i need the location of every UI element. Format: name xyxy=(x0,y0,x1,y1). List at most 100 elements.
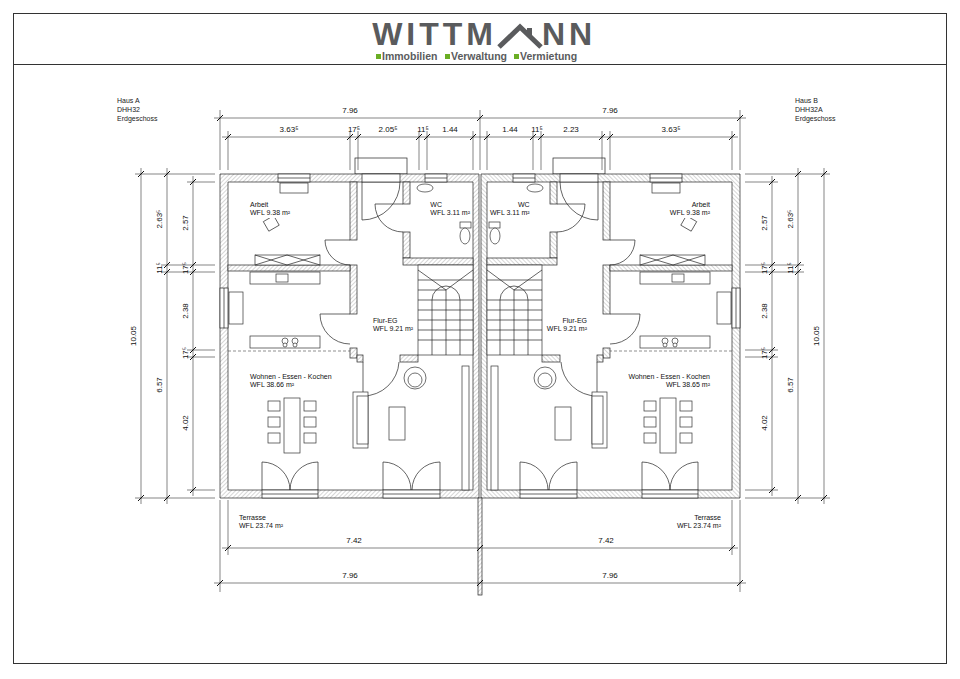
room-name: WC xyxy=(429,201,471,209)
house-plan xyxy=(383,462,411,490)
house-plan xyxy=(418,270,473,340)
dimension-label: 7.42 xyxy=(346,537,362,546)
house-plan xyxy=(262,462,290,490)
logo-mark xyxy=(514,54,519,59)
dimension-label: 2.57 xyxy=(182,215,191,231)
room-area: WFL 9.38 m² xyxy=(669,209,711,217)
house-plan xyxy=(276,274,288,282)
sheet-frame xyxy=(13,64,947,65)
room-name: Arbeit xyxy=(249,201,291,209)
logo-text: NN xyxy=(542,17,596,52)
dimension-label: 7.96 xyxy=(602,572,618,581)
room-label: WCWFL 3.11 m² xyxy=(489,201,531,218)
sheet-label: DHH32A xyxy=(795,106,823,114)
dimension-label: 6.57 xyxy=(787,377,796,393)
dimension-line xyxy=(167,168,168,504)
logo-text: WITTM xyxy=(372,17,497,52)
room-name: Wohnen - Essen - Kochen xyxy=(627,373,711,381)
house-plan xyxy=(262,494,318,495)
house-plan xyxy=(268,433,280,443)
room-label: Wohnen - Essen - KochenWFL 38.66 m² xyxy=(249,373,333,390)
house-plan xyxy=(280,183,308,193)
dimension-label: 2.05⁵ xyxy=(379,126,398,135)
dimension-line xyxy=(220,110,740,170)
dimension-label: 2.63⁵ xyxy=(787,210,796,229)
dimension-label: 17⁵ xyxy=(761,262,770,274)
house-plan xyxy=(418,265,473,355)
dimension-line xyxy=(798,168,799,504)
room-name: Terrasse xyxy=(676,514,722,522)
house-plan xyxy=(357,396,368,444)
house-plan xyxy=(262,490,318,498)
room-label: Wohnen - Essen - KochenWFL 38.65 m² xyxy=(627,373,711,390)
dimension-line xyxy=(745,174,830,498)
dimension-label: 4.02 xyxy=(182,415,191,431)
dimension-line xyxy=(222,137,738,138)
house-plan xyxy=(408,373,422,387)
house-plan xyxy=(363,362,399,396)
dimension-label: 10.05 xyxy=(813,326,822,346)
house-plan xyxy=(304,433,316,443)
house-plan xyxy=(425,178,447,179)
house-plan xyxy=(268,417,280,427)
room-name: Flur-EG xyxy=(372,317,414,325)
house-plan xyxy=(357,355,363,362)
logo-mark xyxy=(376,54,381,59)
house-plan xyxy=(350,182,357,240)
house-plan xyxy=(268,401,280,411)
room-label: TerrasseWFL 23.74 m² xyxy=(676,514,722,531)
house-plan xyxy=(224,288,225,328)
house-plan xyxy=(220,288,228,328)
room-area: WFL 23.74 m² xyxy=(238,522,284,530)
logo-mark xyxy=(445,54,450,59)
house-plan xyxy=(417,184,433,192)
house-plan xyxy=(460,222,471,228)
room-label: Flur-EGWFL 9.21 m² xyxy=(546,317,588,334)
dimension-line xyxy=(135,174,215,498)
dimension-label: 11⁵ xyxy=(156,262,165,274)
dimension-label: 2.38 xyxy=(182,303,191,319)
dimension-label: 11⁵ xyxy=(531,126,543,135)
dimension-line xyxy=(193,176,194,496)
sheet-label: Haus A xyxy=(117,97,140,105)
house-plan xyxy=(255,255,320,265)
house-plan xyxy=(228,265,350,271)
house-plan xyxy=(220,174,479,498)
dimension-label: 7.96 xyxy=(342,572,358,581)
room-name: Wohnen - Essen - Kochen xyxy=(249,373,333,381)
dimension-label: 7.96 xyxy=(342,107,358,116)
room-area: WFL 38.66 m² xyxy=(249,381,333,389)
dimension-line xyxy=(138,171,196,501)
house-plan xyxy=(293,343,297,347)
house-plan xyxy=(425,174,447,182)
room-name: WC xyxy=(489,201,531,209)
house-plan xyxy=(462,366,469,490)
dimension-label: 3.63⁵ xyxy=(280,126,299,135)
room-area: WFL 38.65 m² xyxy=(627,381,711,389)
room-area: WFL 9.38 m² xyxy=(249,209,291,217)
dimension-line xyxy=(769,171,827,501)
house-plan xyxy=(389,407,405,440)
dimension-label: 6.57 xyxy=(156,377,165,393)
house-plan xyxy=(362,174,400,182)
house-plan xyxy=(250,336,320,348)
house-plan xyxy=(350,265,357,314)
house-plan xyxy=(460,228,470,244)
house-plan xyxy=(250,272,320,284)
house-plan xyxy=(278,174,310,182)
dimension-label: 1.44 xyxy=(502,126,518,135)
house-plan xyxy=(412,462,440,490)
room-name: Arbeit xyxy=(669,201,711,209)
house-plan xyxy=(375,204,403,232)
house-plan xyxy=(228,351,350,352)
dimension-label: 17⁵ xyxy=(348,126,360,135)
house-plan xyxy=(481,158,740,498)
dimension-label: 17⁵ xyxy=(761,347,770,359)
logo-mark xyxy=(527,28,532,37)
house-plan xyxy=(403,232,410,258)
dimension-line xyxy=(217,545,743,586)
dimension-label: 7.96 xyxy=(602,107,618,116)
house-plan xyxy=(350,348,357,358)
sheet-frame xyxy=(14,14,947,664)
